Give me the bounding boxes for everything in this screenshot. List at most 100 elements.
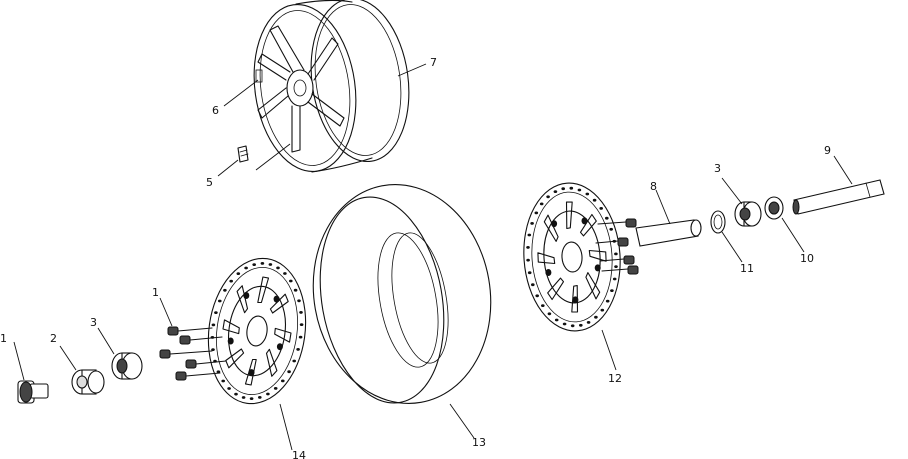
disc-hole bbox=[276, 266, 280, 270]
disc-hole bbox=[530, 222, 534, 225]
disc-hole bbox=[554, 318, 559, 322]
disc-hole bbox=[289, 279, 293, 283]
disc-cutout bbox=[543, 214, 559, 242]
disc-bolt-head bbox=[227, 337, 234, 345]
callout-14: 14 bbox=[292, 449, 306, 459]
disc-bolt-head bbox=[273, 295, 280, 303]
disc-hole bbox=[609, 227, 613, 231]
disc-hole bbox=[281, 379, 285, 383]
bolt bbox=[601, 265, 639, 275]
disc-hole bbox=[599, 207, 603, 210]
disc-hole bbox=[223, 288, 227, 292]
disc-hole bbox=[234, 392, 238, 396]
right-brake-disc bbox=[523, 182, 621, 332]
disc-cutout bbox=[257, 276, 270, 304]
disc-hole bbox=[268, 263, 273, 266]
bolt bbox=[179, 335, 223, 345]
left-bearing bbox=[111, 352, 143, 380]
axle bbox=[792, 179, 885, 215]
disc-hole bbox=[605, 299, 610, 303]
callout-labels: 1 2 3 1 14 13 6 7 5 8 3 9 11 10 12 bbox=[0, 56, 831, 459]
disc-hole bbox=[594, 315, 598, 319]
disc-hole bbox=[218, 299, 222, 303]
disc-hole bbox=[211, 323, 216, 327]
wheel-rim bbox=[253, 0, 410, 173]
disc-hole bbox=[293, 288, 298, 292]
disc-hole bbox=[273, 387, 278, 390]
disc-cutout bbox=[236, 285, 249, 314]
callout-3-right: 3 bbox=[714, 162, 721, 175]
disc-hole bbox=[527, 233, 532, 237]
disc-hole bbox=[266, 392, 270, 396]
disc-hole bbox=[526, 246, 530, 249]
disc-hole bbox=[546, 195, 550, 199]
disc-hole bbox=[236, 272, 241, 275]
disc-hole bbox=[299, 311, 303, 314]
sleeve bbox=[635, 219, 702, 247]
callout-8: 8 bbox=[650, 180, 657, 193]
disc-hole bbox=[586, 321, 591, 324]
bolt bbox=[185, 359, 227, 369]
disc-cutout bbox=[571, 284, 579, 313]
disc-hole bbox=[579, 323, 583, 327]
callout-13: 13 bbox=[472, 436, 486, 449]
disc-hole bbox=[526, 258, 530, 262]
disc-hole bbox=[585, 192, 590, 196]
disc-hole bbox=[296, 348, 300, 351]
disc-bolt-head bbox=[276, 343, 283, 351]
disc-cutout bbox=[547, 277, 565, 301]
disc-hole bbox=[614, 252, 618, 256]
disc-hole bbox=[570, 324, 575, 328]
right-disc-bolts bbox=[595, 218, 639, 275]
disc-hole bbox=[592, 198, 597, 202]
callout-6: 6 bbox=[212, 104, 219, 117]
disc-hole bbox=[227, 387, 231, 390]
disc-bolt-head bbox=[572, 296, 579, 304]
disc-hole bbox=[216, 370, 221, 374]
disc-hole bbox=[541, 304, 545, 307]
disc-hole bbox=[299, 323, 304, 326]
disc-cutout bbox=[579, 213, 597, 237]
callout-10: 10 bbox=[800, 252, 814, 265]
bolt bbox=[597, 218, 637, 228]
callout-2: 2 bbox=[50, 332, 57, 345]
right-bearing bbox=[734, 201, 762, 227]
disc-cutout bbox=[222, 319, 240, 335]
disc-bolt-head bbox=[551, 220, 558, 228]
disc-cutout bbox=[588, 249, 607, 262]
disc-bolt-head bbox=[581, 217, 588, 225]
callout-3-left: 3 bbox=[90, 316, 97, 329]
disc-cutout bbox=[585, 272, 601, 300]
disc-hole bbox=[562, 322, 567, 326]
disc-hole bbox=[539, 202, 544, 206]
disc-hole bbox=[297, 299, 301, 303]
disc-hole bbox=[241, 396, 246, 399]
disc-cutout bbox=[244, 358, 257, 386]
callout-9: 9 bbox=[824, 144, 831, 157]
disc-hole bbox=[258, 396, 262, 399]
disc-hole bbox=[600, 308, 605, 312]
disc-hole bbox=[534, 211, 539, 215]
bolt bbox=[167, 326, 213, 336]
axle-nut bbox=[17, 380, 49, 404]
callout-1-nut: 1 bbox=[0, 332, 7, 345]
disc-hole bbox=[211, 348, 215, 351]
disc-hole bbox=[569, 186, 574, 190]
disc-cutout bbox=[265, 348, 278, 377]
right-spacer bbox=[764, 196, 784, 220]
disc-bolt-head bbox=[545, 269, 552, 276]
disc-bolt-head bbox=[248, 369, 255, 377]
disc-hole bbox=[610, 289, 614, 292]
disc-hole bbox=[283, 272, 287, 275]
disc-hole bbox=[535, 294, 539, 298]
tire bbox=[312, 184, 492, 404]
disc-hole bbox=[605, 216, 609, 220]
disc-hole bbox=[298, 335, 303, 339]
disc-cutout bbox=[274, 327, 292, 343]
disc-cutout bbox=[565, 201, 573, 230]
disc-bolt-head bbox=[243, 292, 250, 299]
bolt bbox=[595, 237, 629, 247]
disc-hole bbox=[221, 379, 225, 383]
disc-hole bbox=[553, 190, 558, 194]
